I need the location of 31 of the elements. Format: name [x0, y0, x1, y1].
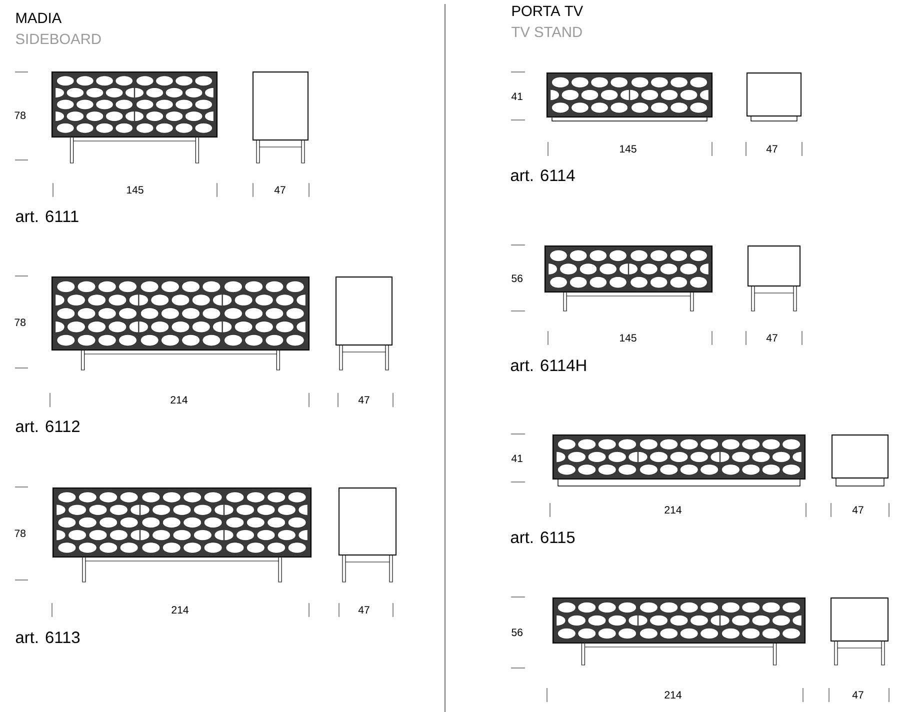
dimension-label: 41 [511, 454, 522, 462]
article-number: art. 6111 [16, 210, 78, 222]
dimension-label: 47 [852, 506, 864, 514]
dimension-label: 56 [512, 628, 522, 636]
dimension-label: 47 [358, 606, 370, 614]
dimension-label: 214 [170, 396, 188, 404]
article-number: art. 6114 [510, 170, 575, 182]
dimension-label: 145 [620, 334, 636, 342]
dimension-label: 214 [664, 691, 682, 698]
dimension-label: 41 [511, 92, 522, 100]
dimension-label: 47 [358, 396, 370, 404]
dimension-label: 214 [664, 506, 682, 514]
dimension-label: 145 [127, 186, 144, 194]
dimension-label: 78 [14, 318, 26, 326]
dimension-label: 78 [14, 112, 26, 120]
heading: PORTA TV [512, 6, 584, 16]
subheading: SIDEBOARD [16, 34, 101, 44]
dimension-label: 56 [512, 274, 522, 282]
dimension-label: 47 [766, 334, 778, 342]
dimension-label: 47 [274, 186, 286, 194]
article-number: art. 6112 [16, 420, 80, 432]
dimension-label: 78 [14, 530, 26, 538]
subheading: TV STAND [512, 26, 582, 38]
article-number: art. 6115 [510, 532, 575, 544]
dimension-label: 47 [766, 145, 778, 152]
article-number: art. 6114H [510, 360, 586, 372]
dimension-label: 145 [620, 145, 636, 153]
dimension-label: 47 [852, 691, 864, 698]
dimension-label: 214 [172, 606, 188, 614]
heading: MADIA [16, 12, 62, 23]
article-number: art. 6113 [16, 632, 80, 644]
